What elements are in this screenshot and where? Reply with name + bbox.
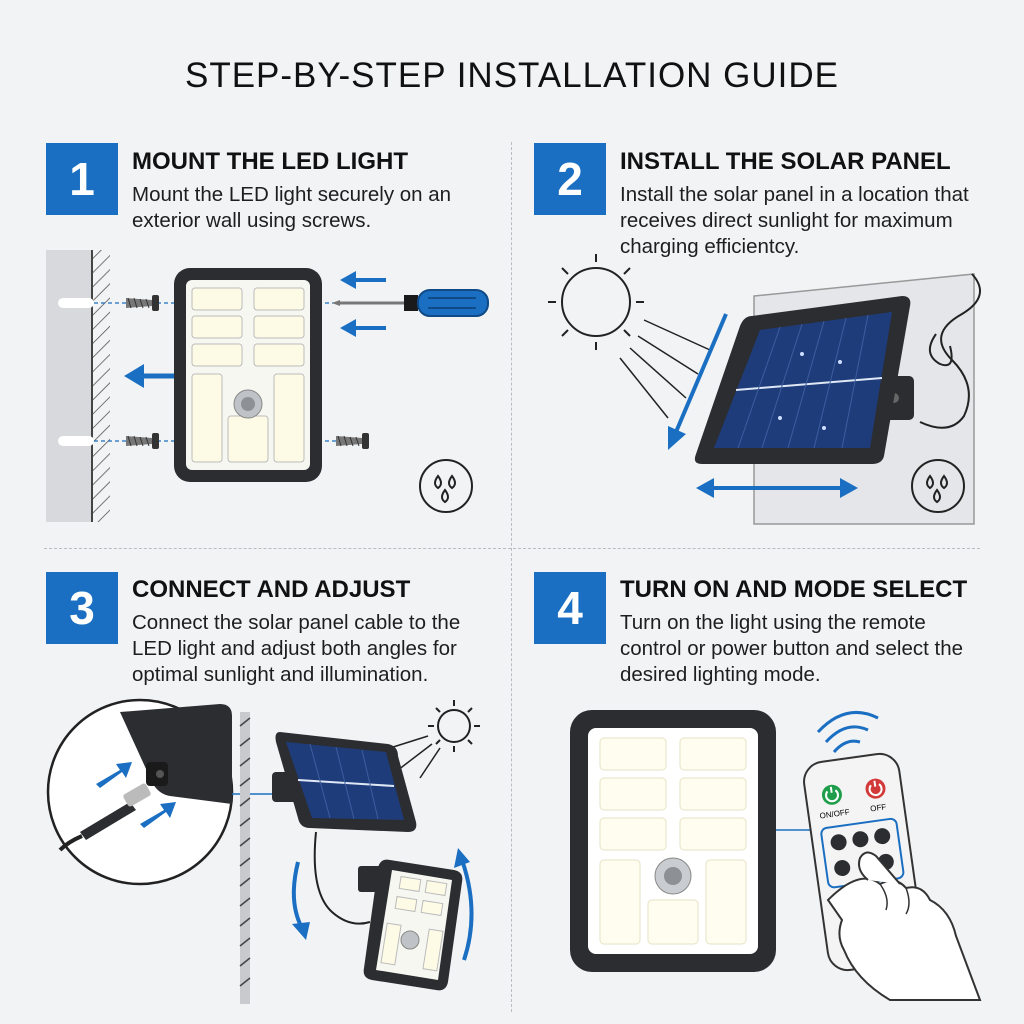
led-light	[174, 268, 322, 482]
step-1-title: MOUNT THE LED LIGHT	[132, 148, 408, 175]
solar-panel	[694, 296, 911, 464]
wireless-signal-icon	[816, 710, 879, 754]
motion-sensor-icon	[654, 857, 692, 895]
step-2-illustration	[540, 250, 1010, 540]
step-1-description: Mount the LED light securely on an exter…	[132, 183, 452, 232]
sun-icon	[389, 700, 480, 779]
page-title: STEP-BY-STEP INSTALLATION GUIDE	[184, 56, 840, 95]
arrow-horizontal-icon	[696, 478, 858, 498]
vertical-divider	[511, 142, 512, 1012]
cable	[919, 273, 981, 429]
mode-buttons[interactable]	[830, 827, 895, 877]
on-off-label: ON/OFF	[819, 807, 850, 820]
step-3-title: CONNECT AND ADJUST	[132, 576, 411, 603]
step-2-description: Install the solar panel in a location th…	[620, 183, 969, 258]
hand-icon	[826, 851, 982, 1001]
wall	[239, 712, 251, 1004]
arrow-left-icon	[340, 271, 386, 337]
arrow-down-left-icon	[668, 313, 728, 450]
step-3-number: 3	[46, 572, 118, 644]
step-4-illustration: ON/OFF OFF	[560, 700, 1020, 1010]
arrow-curved-icon	[291, 848, 474, 961]
solar-panel	[272, 732, 417, 832]
sun-icon	[548, 254, 711, 419]
step-4-title: TURN ON AND MODE SELECT	[620, 576, 968, 603]
power-off-button[interactable]	[864, 777, 887, 800]
horizontal-divider	[44, 548, 980, 549]
connector-icon	[58, 762, 168, 852]
screwdriver-icon	[332, 289, 489, 317]
step-3-description: Connect the solar panel cable to the LED…	[132, 611, 461, 686]
waterproof-icon	[419, 459, 473, 513]
step-4-number: 4	[534, 572, 606, 644]
step-3-illustration	[40, 692, 510, 1012]
screw-icon	[126, 295, 159, 311]
motion-sensor-icon	[233, 389, 263, 419]
step-1-number: 1	[46, 143, 118, 215]
wall	[46, 250, 110, 522]
screw-icon	[126, 433, 159, 449]
off-label: OFF	[870, 802, 887, 813]
screw-icon	[336, 433, 369, 449]
waterproof-icon	[911, 459, 965, 513]
connector-detail	[46, 698, 234, 886]
led-light	[570, 710, 776, 972]
led-light	[358, 859, 463, 991]
step-4-description: Turn on the light using the remote contr…	[620, 611, 964, 686]
power-on-button[interactable]	[821, 783, 844, 806]
step-2-number: 2	[534, 143, 606, 215]
step-2-title: INSTALL THE SOLAR PANEL	[620, 148, 951, 175]
step-1-illustration	[40, 240, 510, 540]
